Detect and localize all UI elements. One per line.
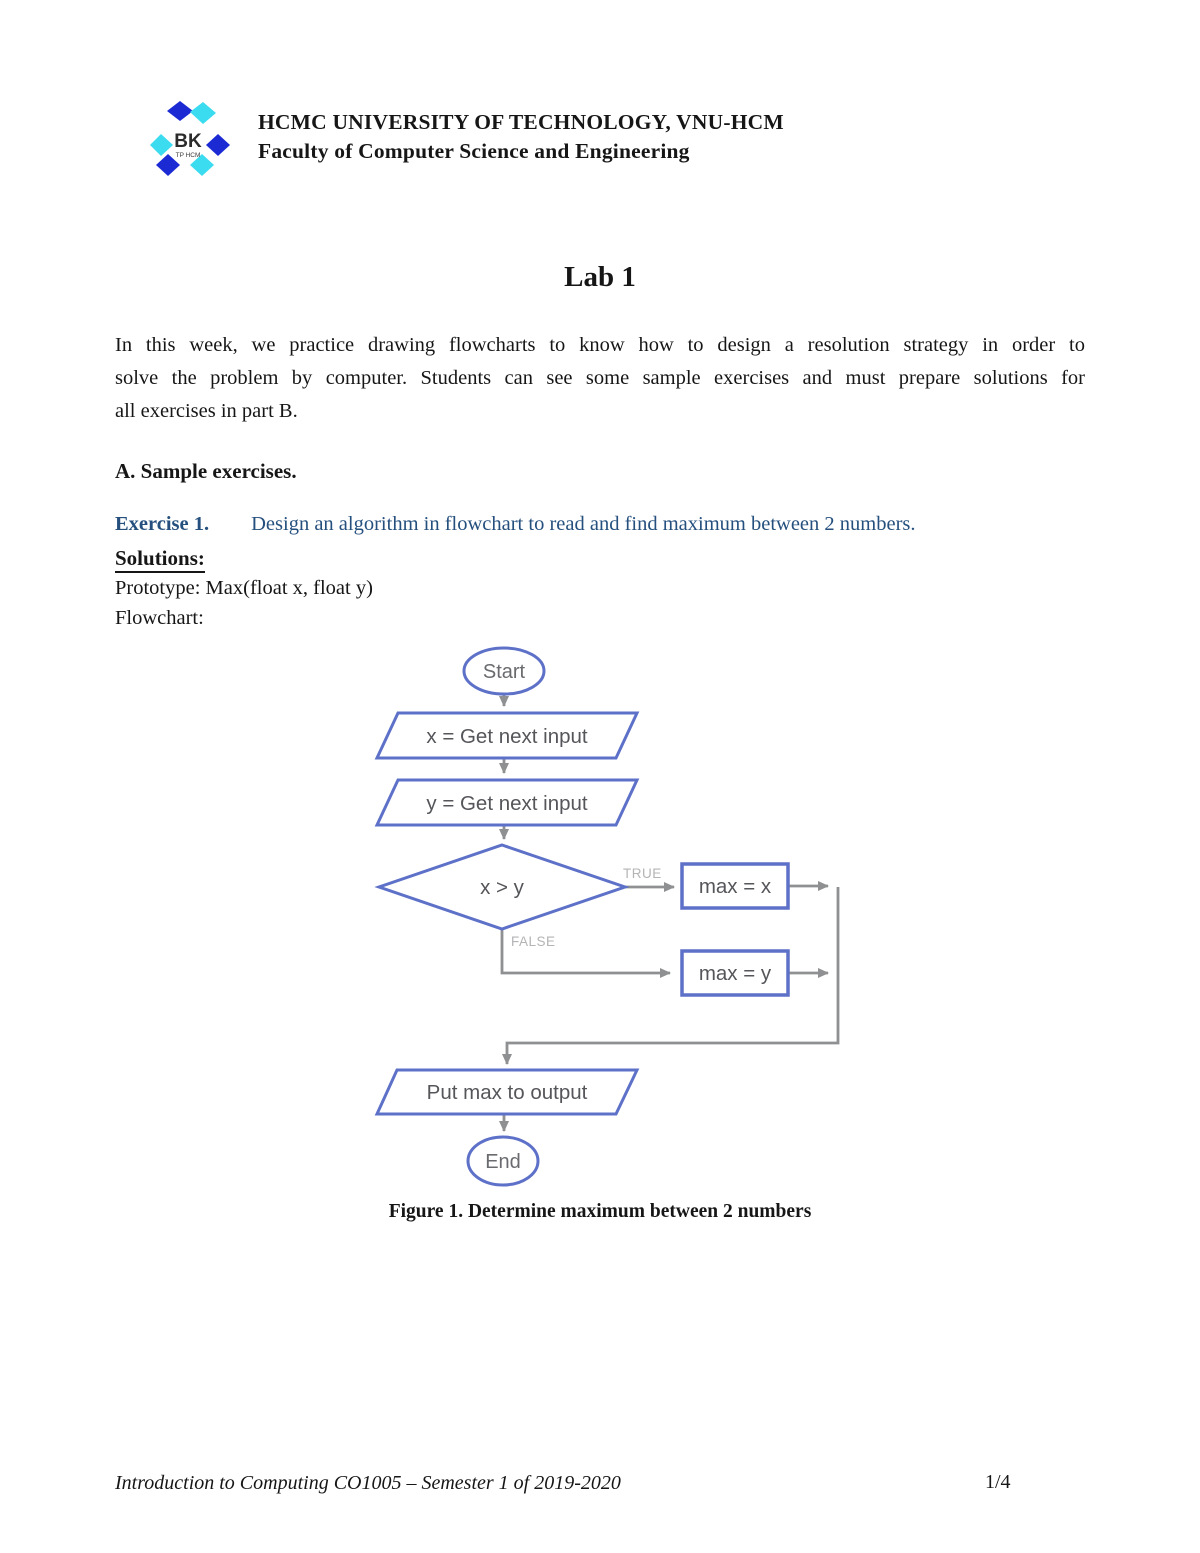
false-branch-label: FALSE — [511, 934, 556, 949]
output-shape — [374, 1068, 640, 1116]
decision-shape — [374, 843, 630, 931]
node-max-x: max = x — [699, 875, 772, 898]
flowchart-label: Flowchart: — [115, 607, 204, 629]
flowchart-svg: TRUE FALSE Start x = Get next input y = … — [374, 646, 840, 1187]
end-terminator-shape — [466, 1135, 540, 1187]
node-output: Put max to output — [427, 1081, 588, 1104]
true-branch-label: TRUE — [623, 866, 662, 881]
node-decision: x > y — [480, 876, 525, 899]
max-x-shape — [680, 862, 790, 910]
node-end: End — [485, 1151, 521, 1173]
connector-join-to-output — [502, 887, 840, 1065]
input-y-shape — [374, 778, 640, 827]
figure-caption: Figure 1. Determine maximum between 2 nu… — [388, 1201, 812, 1222]
document-header: HCMC UNIVERSITY OF TECHNOLOGY, VNU-HCM F… — [258, 108, 784, 166]
exercise-1-line: Exercise 1. Design an algorithm in flowch… — [115, 513, 916, 536]
exercise-label: Exercise 1. — [115, 513, 210, 535]
university-logo: BK TP HCM — [150, 100, 230, 180]
intro-line: In this week, we practice drawing flowch… — [115, 334, 1085, 356]
page-title: Lab 1 — [564, 261, 636, 293]
node-input-y: y = Get next input — [426, 792, 588, 815]
max-y-shape — [680, 949, 790, 997]
exercise-description: Design an algorithm in flowchart to read… — [251, 513, 916, 535]
intro-line: all exercises in part B. — [115, 400, 298, 422]
solutions-heading-text: Solutions: — [115, 546, 205, 573]
bk-logo-icon: BK TP HCM — [150, 101, 230, 176]
prototype-line: Prototype: Max(float x, float y) — [115, 577, 373, 599]
connector-false-branch — [500, 929, 671, 978]
intro-paragraph: In this week, we practice drawing flowch… — [115, 329, 1085, 428]
footer-course: Introduction to Computing CO1005 – Semes… — [115, 1472, 621, 1494]
header-university-name: HCMC UNIVERSITY OF TECHNOLOGY, VNU-HCM — [258, 110, 784, 134]
node-max-y: max = y — [699, 962, 772, 985]
logo-city: TP HCM — [176, 152, 201, 159]
input-x-shape — [374, 711, 640, 760]
node-start: Start — [483, 661, 526, 683]
intro-line: solve the problem by computer. Students … — [115, 367, 1085, 389]
flowchart-figure: TRUE FALSE Start x = Get next input y = … — [350, 640, 870, 1200]
node-input-x: x = Get next input — [426, 725, 588, 748]
start-terminator-shape — [462, 646, 546, 696]
solutions-heading: Solutions: — [115, 546, 205, 573]
footer-page-number: 1/4 — [985, 1471, 1011, 1493]
header-faculty-name: Faculty of Computer Science and Engineer… — [258, 139, 690, 163]
section-heading: A. Sample exercises. — [115, 459, 297, 483]
logo-abbr: BK — [174, 131, 202, 152]
